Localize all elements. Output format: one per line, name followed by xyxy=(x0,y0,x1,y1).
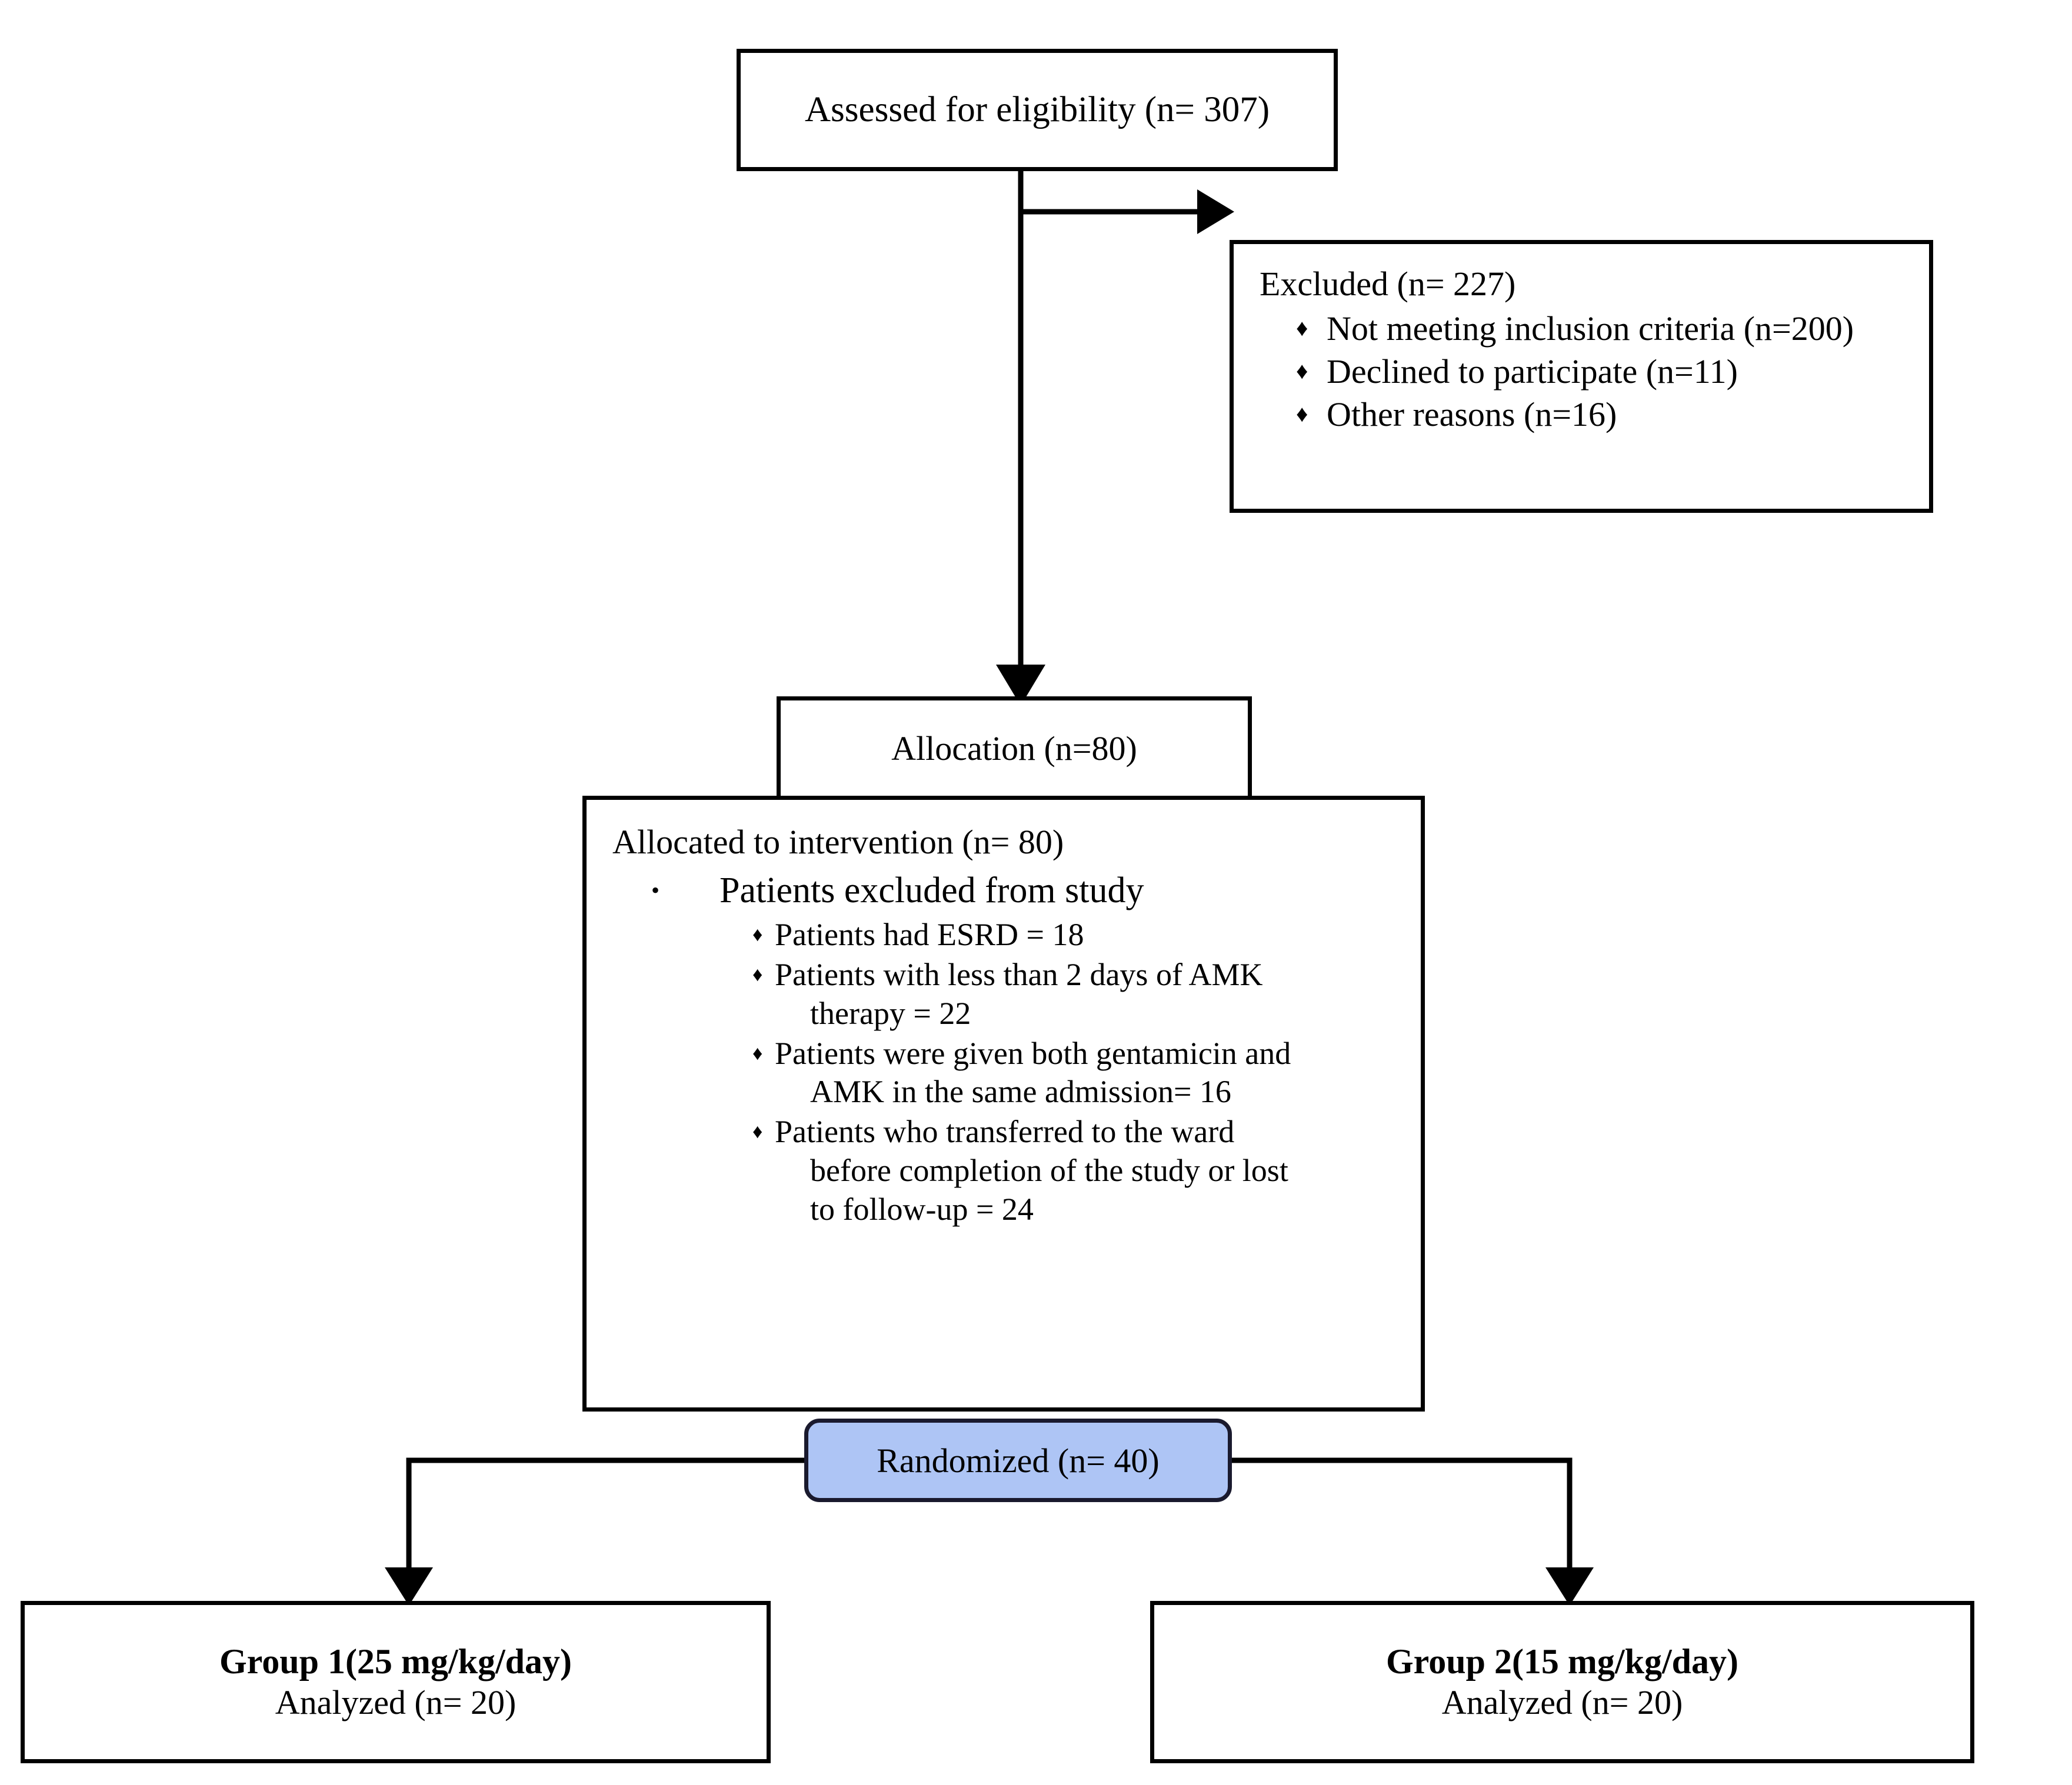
group2-title: Group 2(15 mg/kg/day) xyxy=(1386,1642,1738,1681)
arrow-to-excluded-box xyxy=(1021,189,1234,234)
list-item: ♦ Not meeting inclusion criteria (n=200) xyxy=(1294,307,1929,350)
list-item: ♦ Other reasons (n=16) xyxy=(1294,393,1929,436)
exclusion-reason-label-cont: to follow-up = 24 xyxy=(810,1192,1034,1227)
excluded-header: Excluded (n= 227) xyxy=(1260,265,1516,303)
assessed-for-eligibility-box: Assessed for eligibility (n= 307) xyxy=(737,49,1338,171)
allocated-to-intervention-label: Allocated to intervention (n= 80) xyxy=(612,823,1064,861)
patients-excluded-from-study-label: Patients excluded from study xyxy=(719,870,1144,910)
excluded-box: Excluded (n= 227) ♦ Not meeting inclusio… xyxy=(1230,240,1933,513)
excluded-reason-label: Declined to participate (n=11) xyxy=(1327,352,1738,391)
exclusion-reason-label: Patients who transferred to the ward xyxy=(775,1114,1235,1150)
group1-box: Group 1(25 mg/kg/day) Analyzed (n= 20) xyxy=(21,1601,771,1763)
diamond-bullet-icon: ♦ xyxy=(752,1121,763,1143)
list-item: ♦ Patients with less than 2 days of AMK … xyxy=(752,956,1421,1033)
list-item: ♦ Declined to participate (n=11) xyxy=(1294,350,1929,393)
arrow-randomized-to-group2 xyxy=(1232,1457,1594,1606)
round-bullet-icon: • xyxy=(651,876,660,903)
diamond-bullet-icon: ♦ xyxy=(1296,358,1308,385)
exclusion-reason-label-cont: AMK in the same admission= 16 xyxy=(810,1074,1231,1110)
allocation-body-box: Allocated to intervention (n= 80) • Pati… xyxy=(582,796,1425,1412)
list-item: • Patients excluded from study ♦ Patient… xyxy=(651,869,1421,1229)
list-item: ♦ Patients who transferred to the ward b… xyxy=(752,1113,1421,1229)
diamond-bullet-icon: ♦ xyxy=(1296,401,1308,428)
randomized-box: Randomized (n= 40) xyxy=(804,1419,1232,1502)
assessed-for-eligibility-label: Assessed for eligibility (n= 307) xyxy=(804,89,1270,129)
exclusion-reason-label-cont: therapy = 22 xyxy=(810,995,971,1031)
list-item: ♦ Patients were given both gentamicin an… xyxy=(752,1035,1421,1112)
group1-analyzed-label: Analyzed (n= 20) xyxy=(275,1683,517,1722)
exclusion-reason-label: Patients with less than 2 days of AMK xyxy=(775,956,1263,992)
allocation-header-label: Allocation (n=80) xyxy=(891,729,1137,768)
allocation-main-list: • Patients excluded from study ♦ Patient… xyxy=(612,869,1421,1229)
group2-box: Group 2(15 mg/kg/day) Analyzed (n= 20) xyxy=(1150,1601,1974,1763)
allocation-header-box: Allocation (n=80) xyxy=(777,696,1252,800)
group2-analyzed-label: Analyzed (n= 20) xyxy=(1441,1683,1683,1722)
diamond-bullet-icon: ♦ xyxy=(1296,314,1308,341)
arrow-eligibility-to-allocation xyxy=(996,171,1045,706)
excluded-reason-label: Other reasons (n=16) xyxy=(1327,395,1617,434)
excluded-reason-label: Not meeting inclusion criteria (n=200) xyxy=(1327,309,1854,348)
diamond-bullet-icon: ♦ xyxy=(752,963,763,986)
arrow-randomized-to-group1 xyxy=(385,1457,804,1606)
excluded-reason-list: ♦ Not meeting inclusion criteria (n=200)… xyxy=(1260,307,1929,436)
allocation-exclusion-sublist: ♦ Patients had ESRD = 18 ♦ Patients with… xyxy=(719,916,1421,1229)
group1-title: Group 1(25 mg/kg/day) xyxy=(219,1642,572,1681)
randomized-label: Randomized (n= 40) xyxy=(877,1441,1160,1480)
exclusion-reason-label: Patients had ESRD = 18 xyxy=(775,916,1084,952)
diamond-bullet-icon: ♦ xyxy=(752,1042,763,1065)
diamond-bullet-icon: ♦ xyxy=(752,923,763,946)
exclusion-reason-label-cont: before completion of the study or lost xyxy=(810,1153,1288,1189)
list-item: ♦ Patients had ESRD = 18 xyxy=(752,916,1421,955)
exclusion-reason-label: Patients were given both gentamicin and xyxy=(775,1035,1291,1071)
